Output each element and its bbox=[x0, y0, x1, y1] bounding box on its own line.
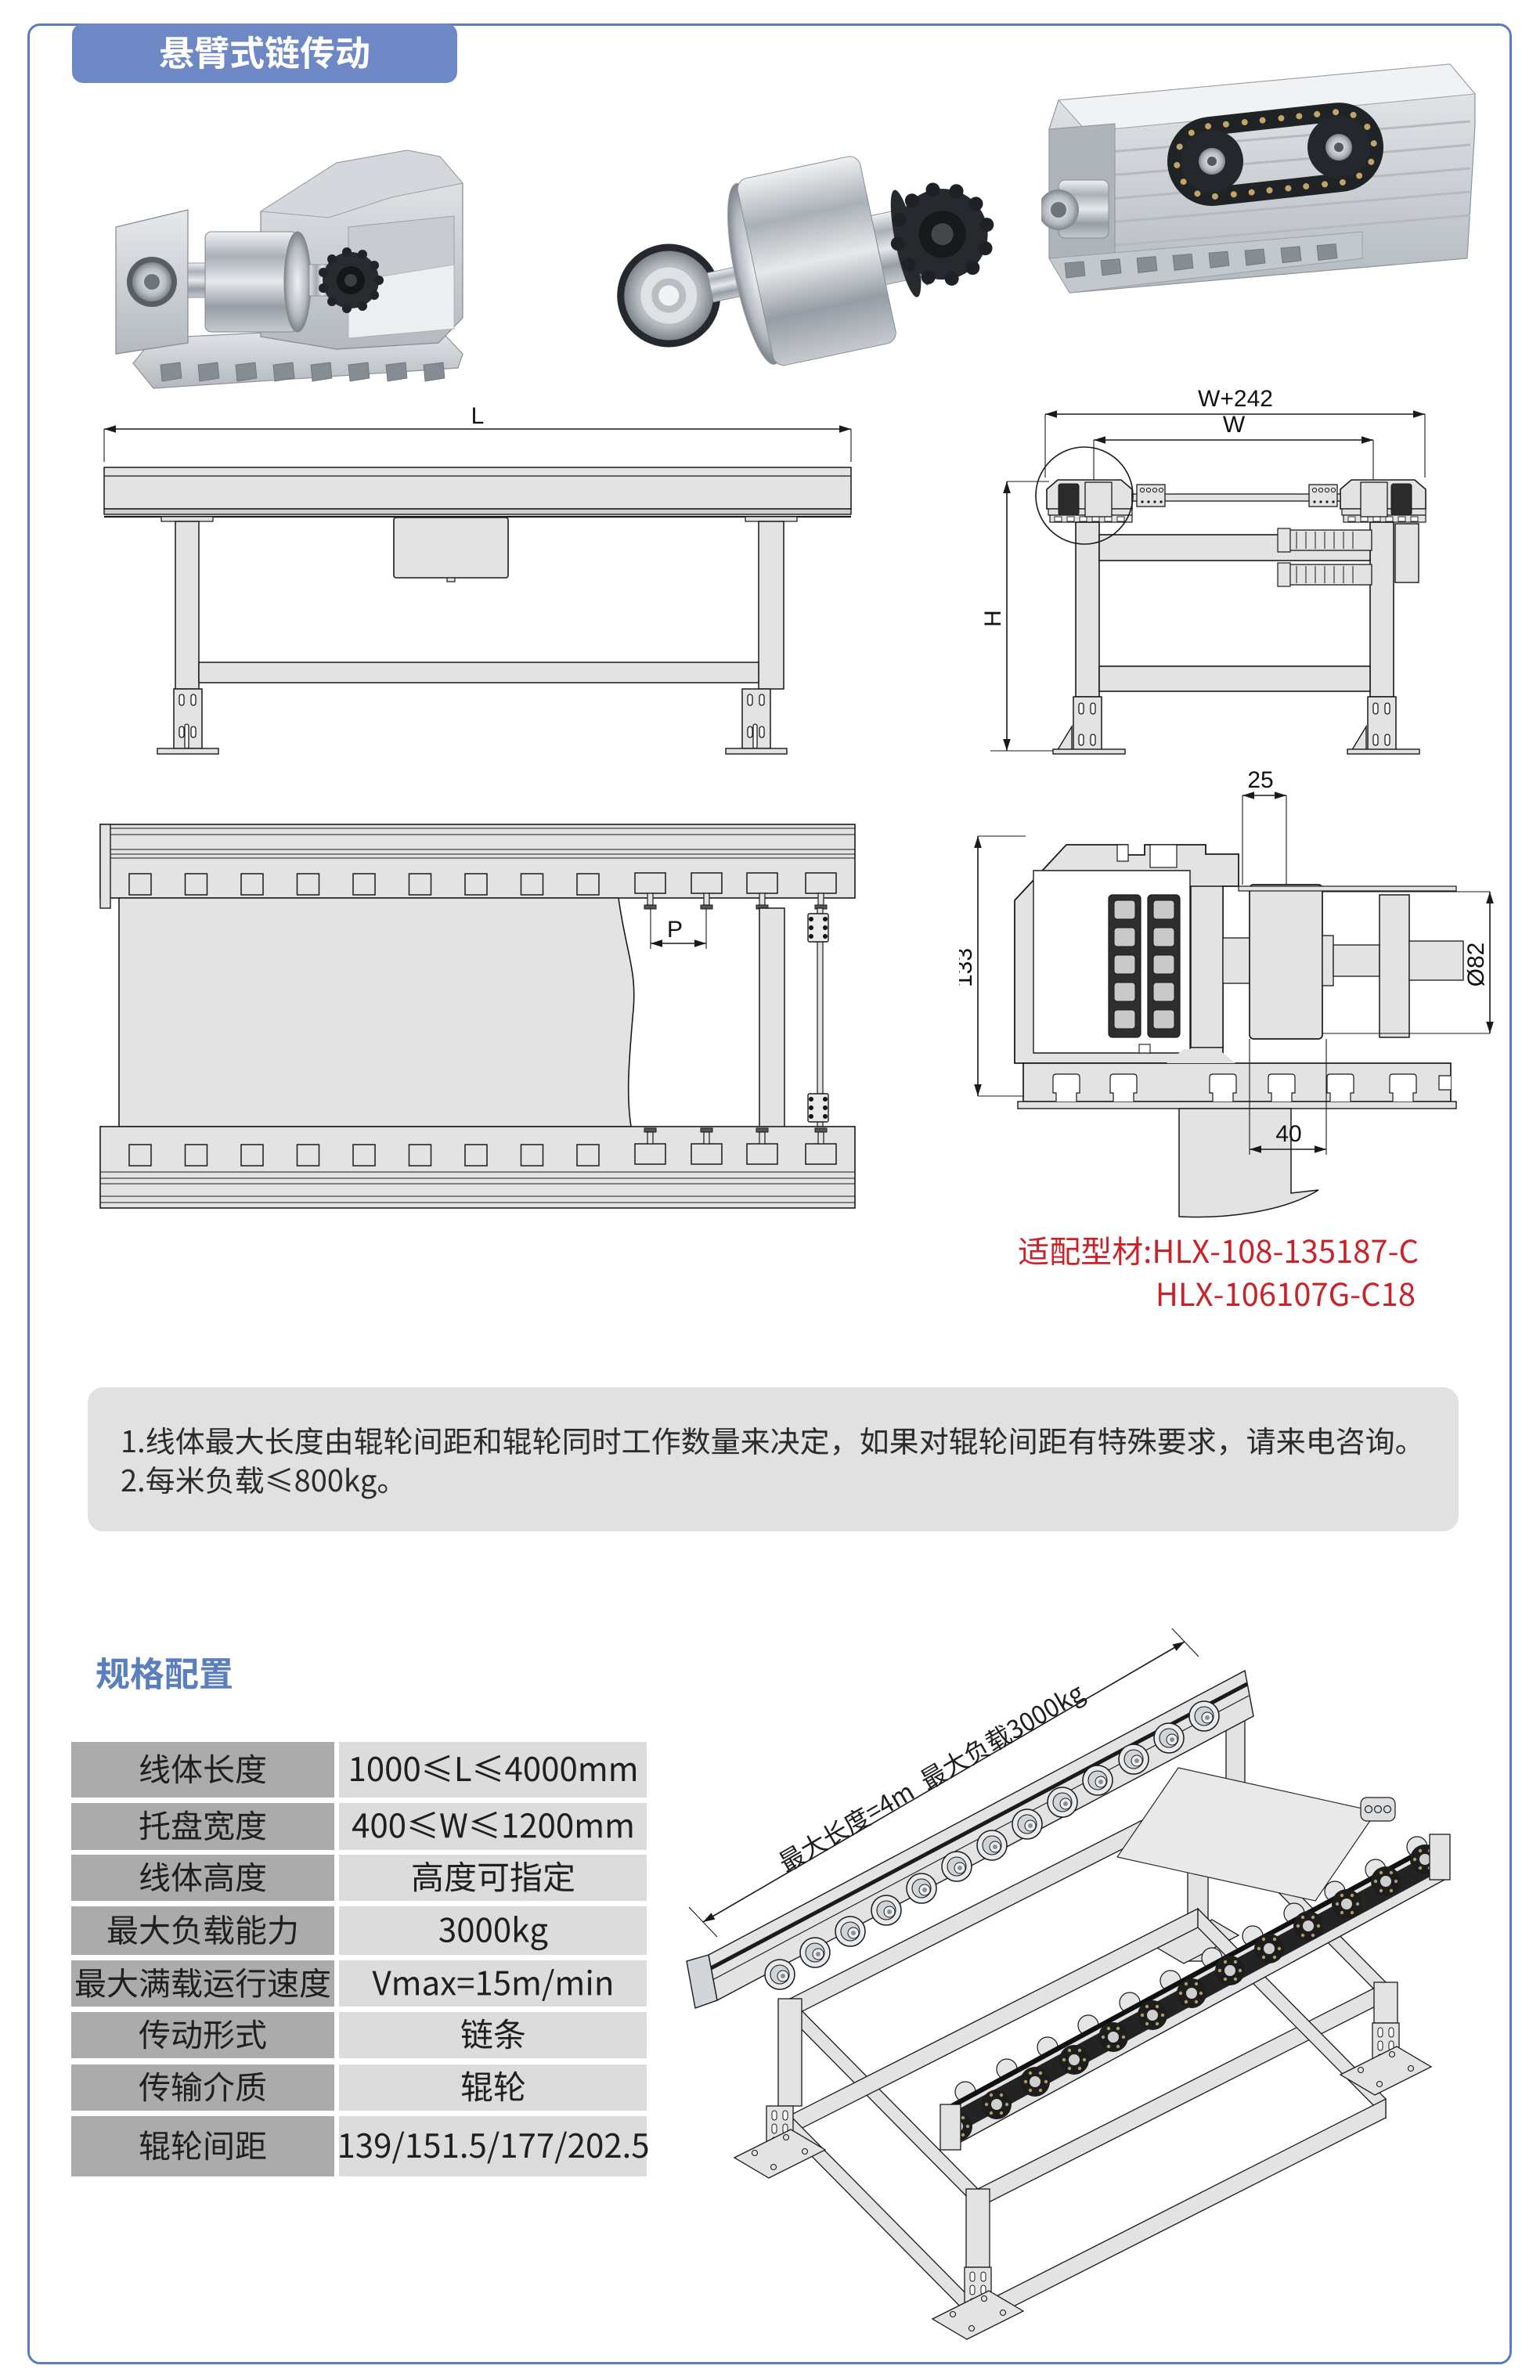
svg-text:W: W bbox=[1223, 412, 1246, 438]
svg-text:W+242: W+242 bbox=[1198, 386, 1273, 412]
svg-text:L: L bbox=[471, 407, 485, 429]
svg-text:133: 133 bbox=[959, 948, 977, 987]
svg-text:40: 40 bbox=[1275, 1121, 1301, 1147]
svg-text:P: P bbox=[667, 917, 683, 943]
svg-text:25: 25 bbox=[1247, 771, 1273, 793]
svg-text:Ø82: Ø82 bbox=[1463, 943, 1489, 987]
svg-text:H: H bbox=[983, 610, 1006, 627]
